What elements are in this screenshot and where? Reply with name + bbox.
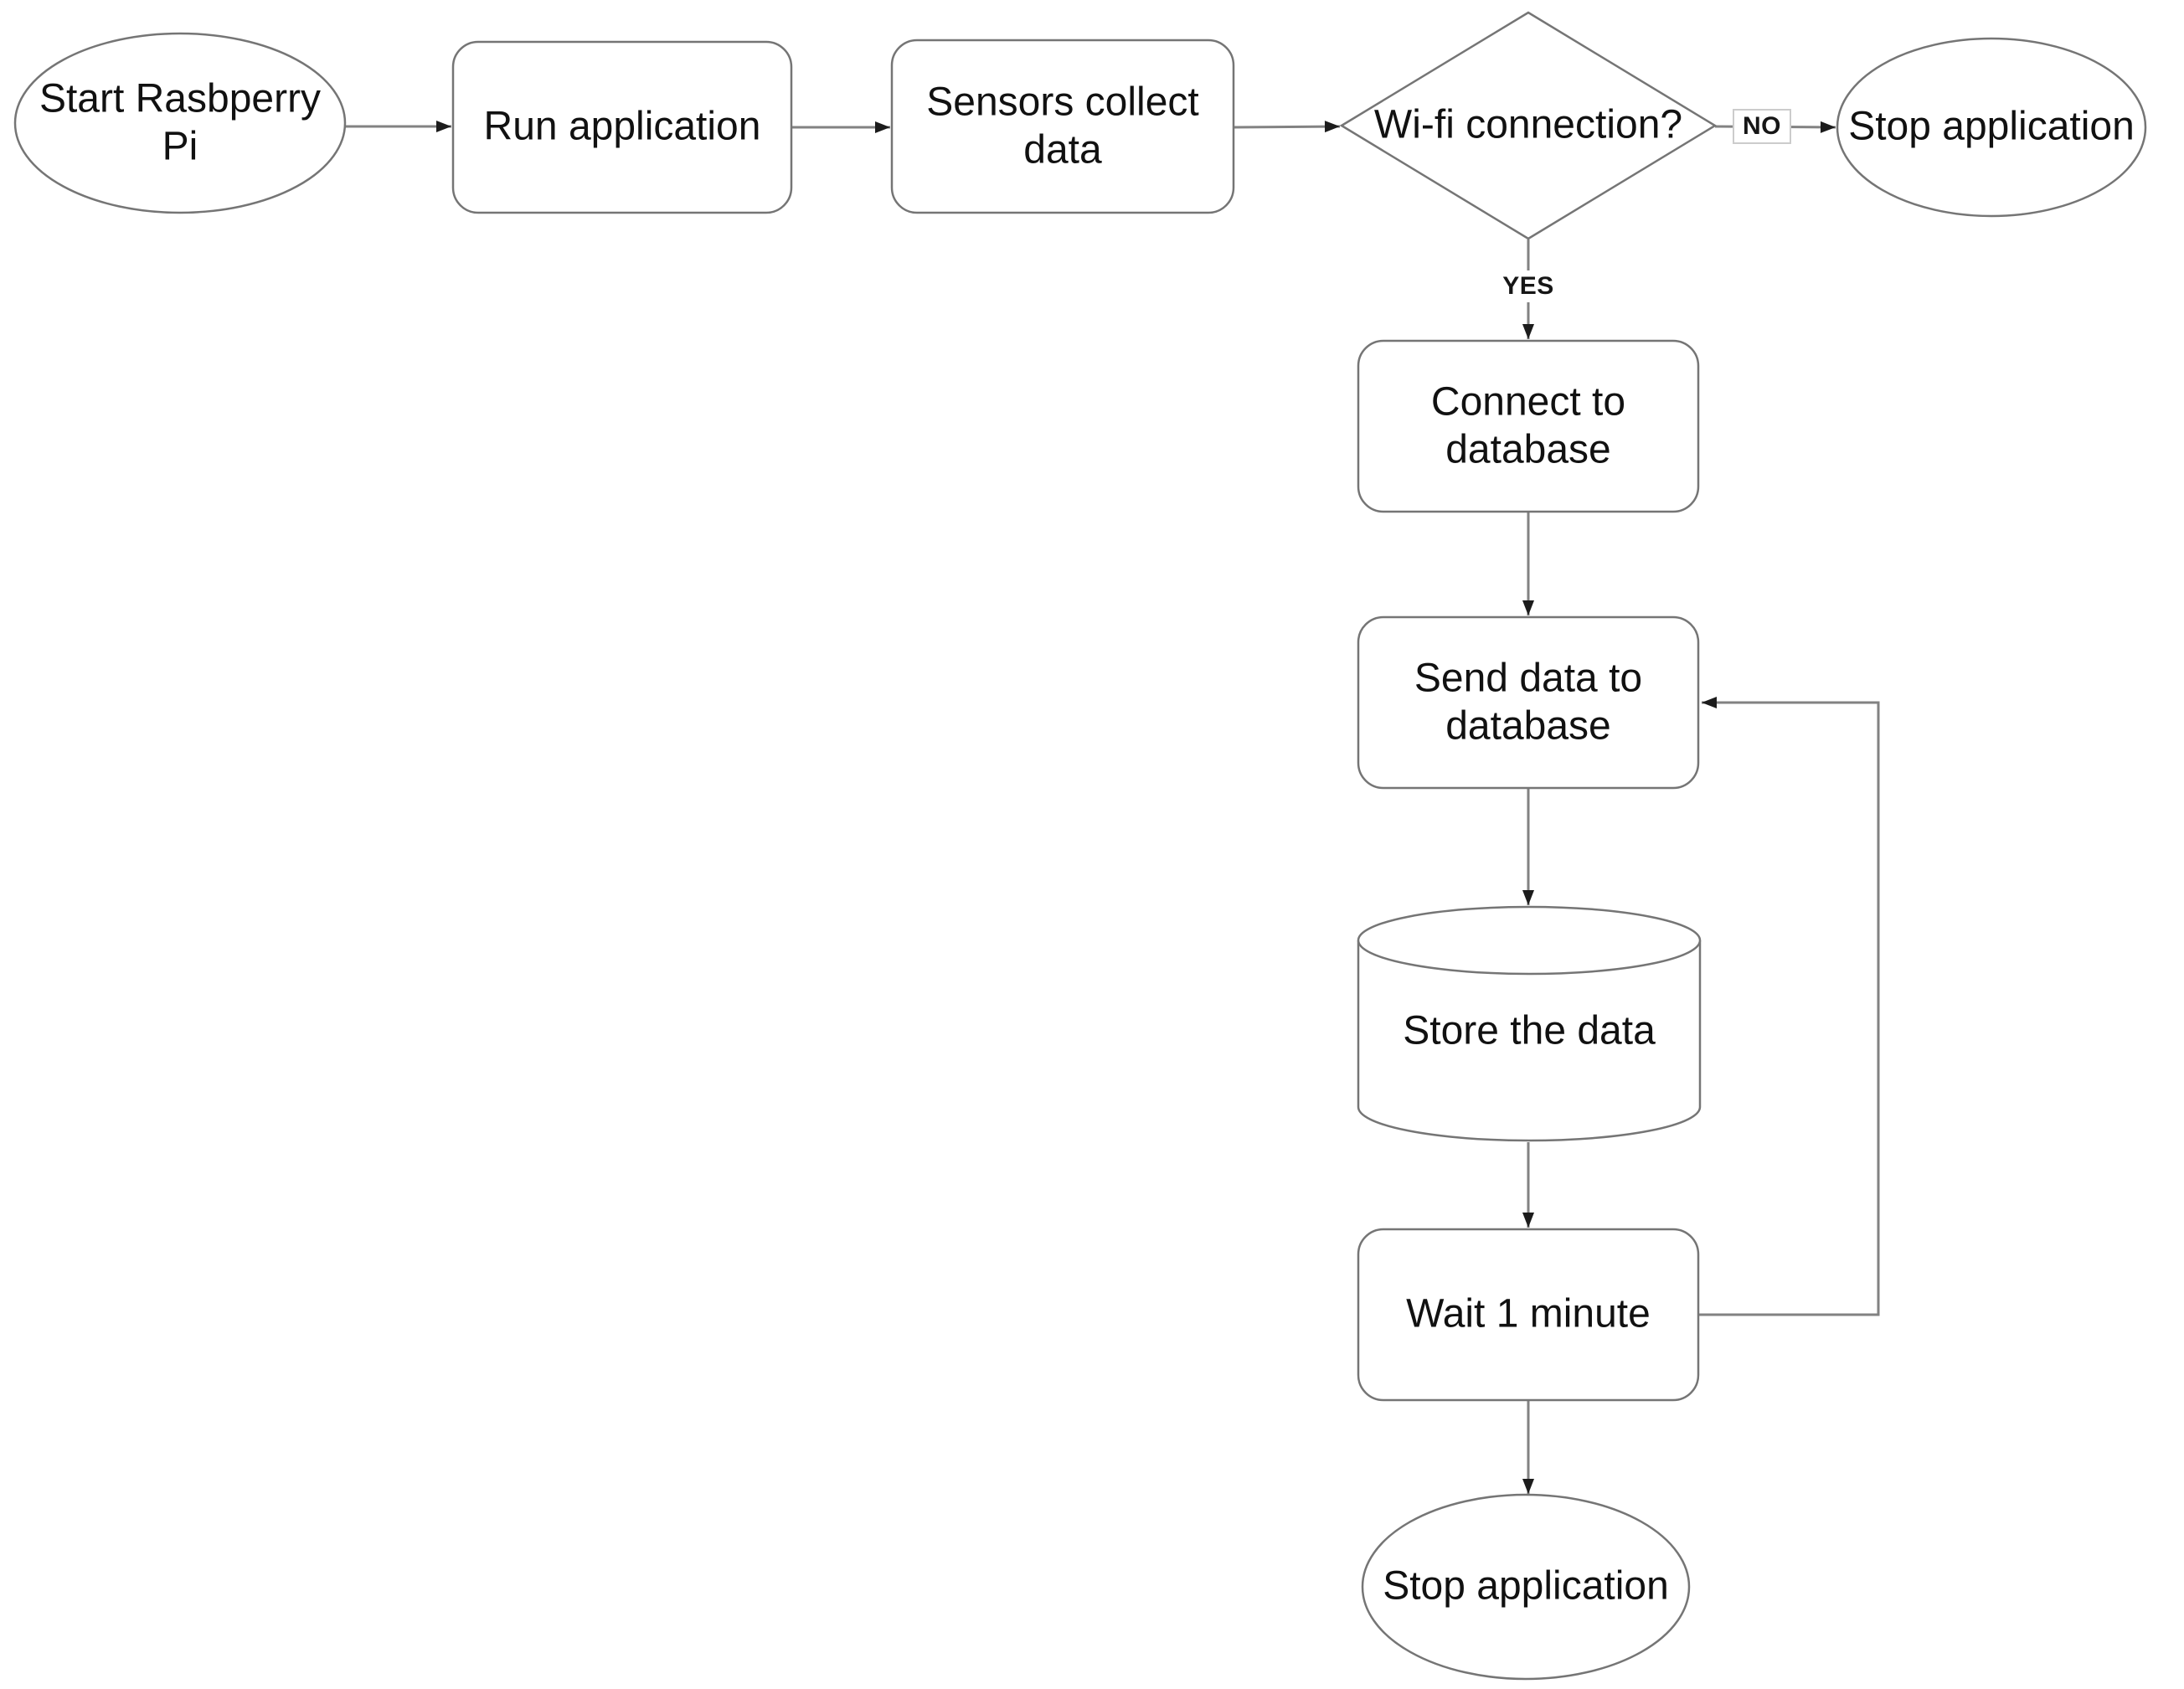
start-ellipse-shape [13, 32, 347, 214]
wifi-decision-diamond [1339, 11, 1718, 240]
stop-application-top-label: Stop application [1848, 104, 2135, 149]
stop-application-bottom-label: Stop application [1383, 1563, 1669, 1609]
connect-database-label: Connect to database [1430, 379, 1626, 471]
send-data-label: Send data to database [1414, 656, 1643, 748]
database-cylinder-body [1357, 940, 1702, 1142]
store-data-label: Store the data [1403, 1008, 1656, 1053]
sensors-collect-box [890, 39, 1235, 214]
edge-wait-loop-to-send [1698, 697, 1880, 1316]
run-application-label: Run application [483, 104, 761, 149]
wait-label: Wait 1 minute [1406, 1291, 1651, 1336]
database-cylinder-top [1357, 905, 1702, 976]
wait-box [1357, 1228, 1700, 1402]
sensors-collect-label: Sensors collect data [926, 80, 1199, 172]
send-data-box [1357, 615, 1700, 790]
edge-sensors-to-wifi [1233, 121, 1341, 133]
edge-label-yes: YES [1494, 270, 1563, 302]
wifi-decision-label: Wi-fi connection? [1373, 102, 1683, 147]
stop-application-bottom-ellipse [1361, 1493, 1691, 1681]
connect-database-box [1357, 339, 1700, 513]
run-application-box [451, 40, 793, 214]
database-cylinder-shape [1357, 905, 1702, 1142]
stop-application-top-ellipse [1836, 37, 2147, 218]
start-node-label: Start Rasbperry Pi [39, 76, 322, 168]
edge-label-no: NO [1733, 109, 1791, 144]
